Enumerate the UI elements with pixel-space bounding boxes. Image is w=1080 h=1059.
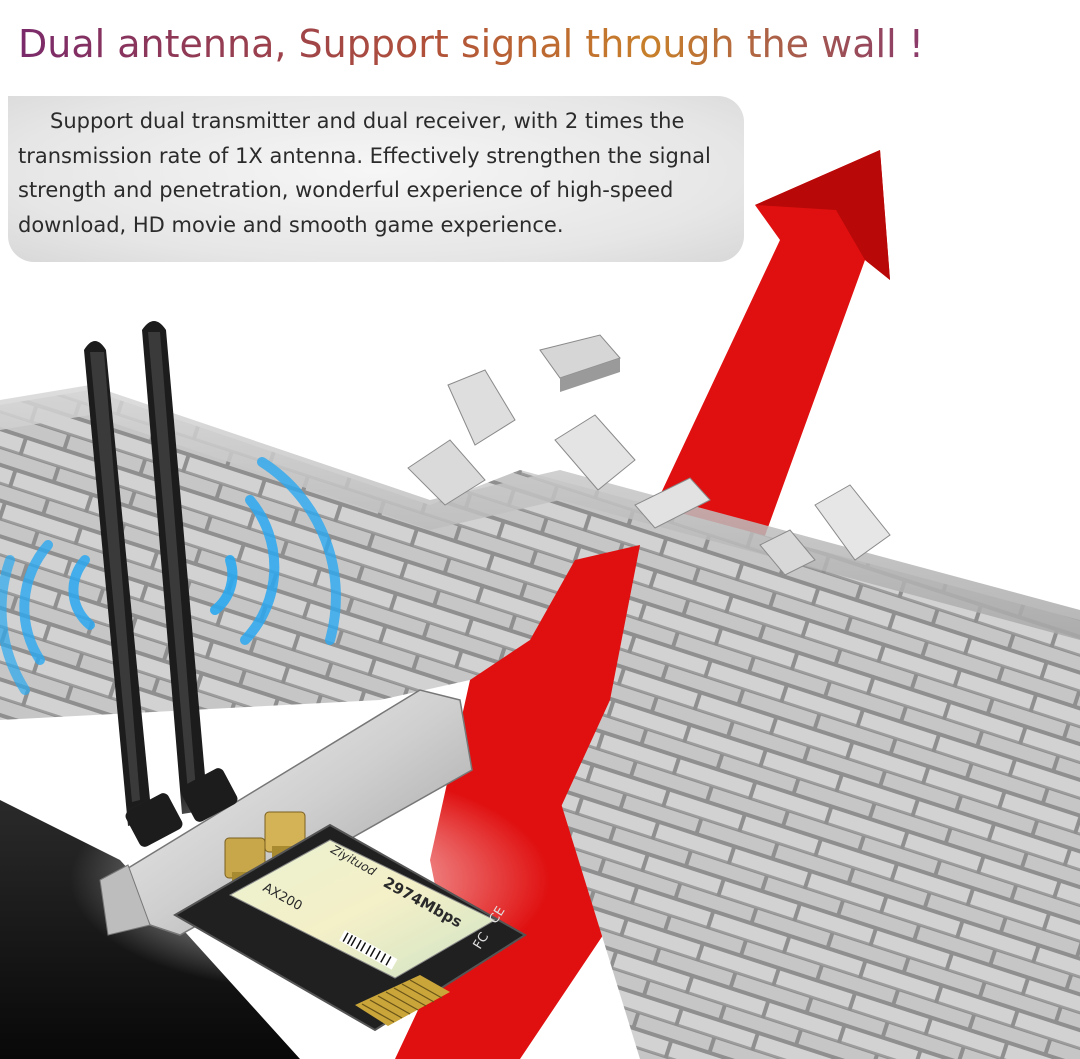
wifi-waves-icon: [0, 457, 341, 695]
description-box: Support dual transmitter and dual receiv…: [8, 96, 744, 262]
antenna-left: [84, 341, 152, 826]
barcode: [339, 930, 398, 970]
antenna-right: [142, 321, 208, 814]
wall-top: [0, 385, 1080, 640]
module-label: [228, 839, 497, 979]
headline: Dual antenna, Support signal through the…: [18, 22, 924, 66]
card-cert-fcc: FC: [471, 930, 492, 952]
description-text: Support dual transmitter and dual receiv…: [18, 109, 711, 237]
antenna-connectors: [125, 768, 306, 890]
flying-bricks: [407, 334, 891, 576]
